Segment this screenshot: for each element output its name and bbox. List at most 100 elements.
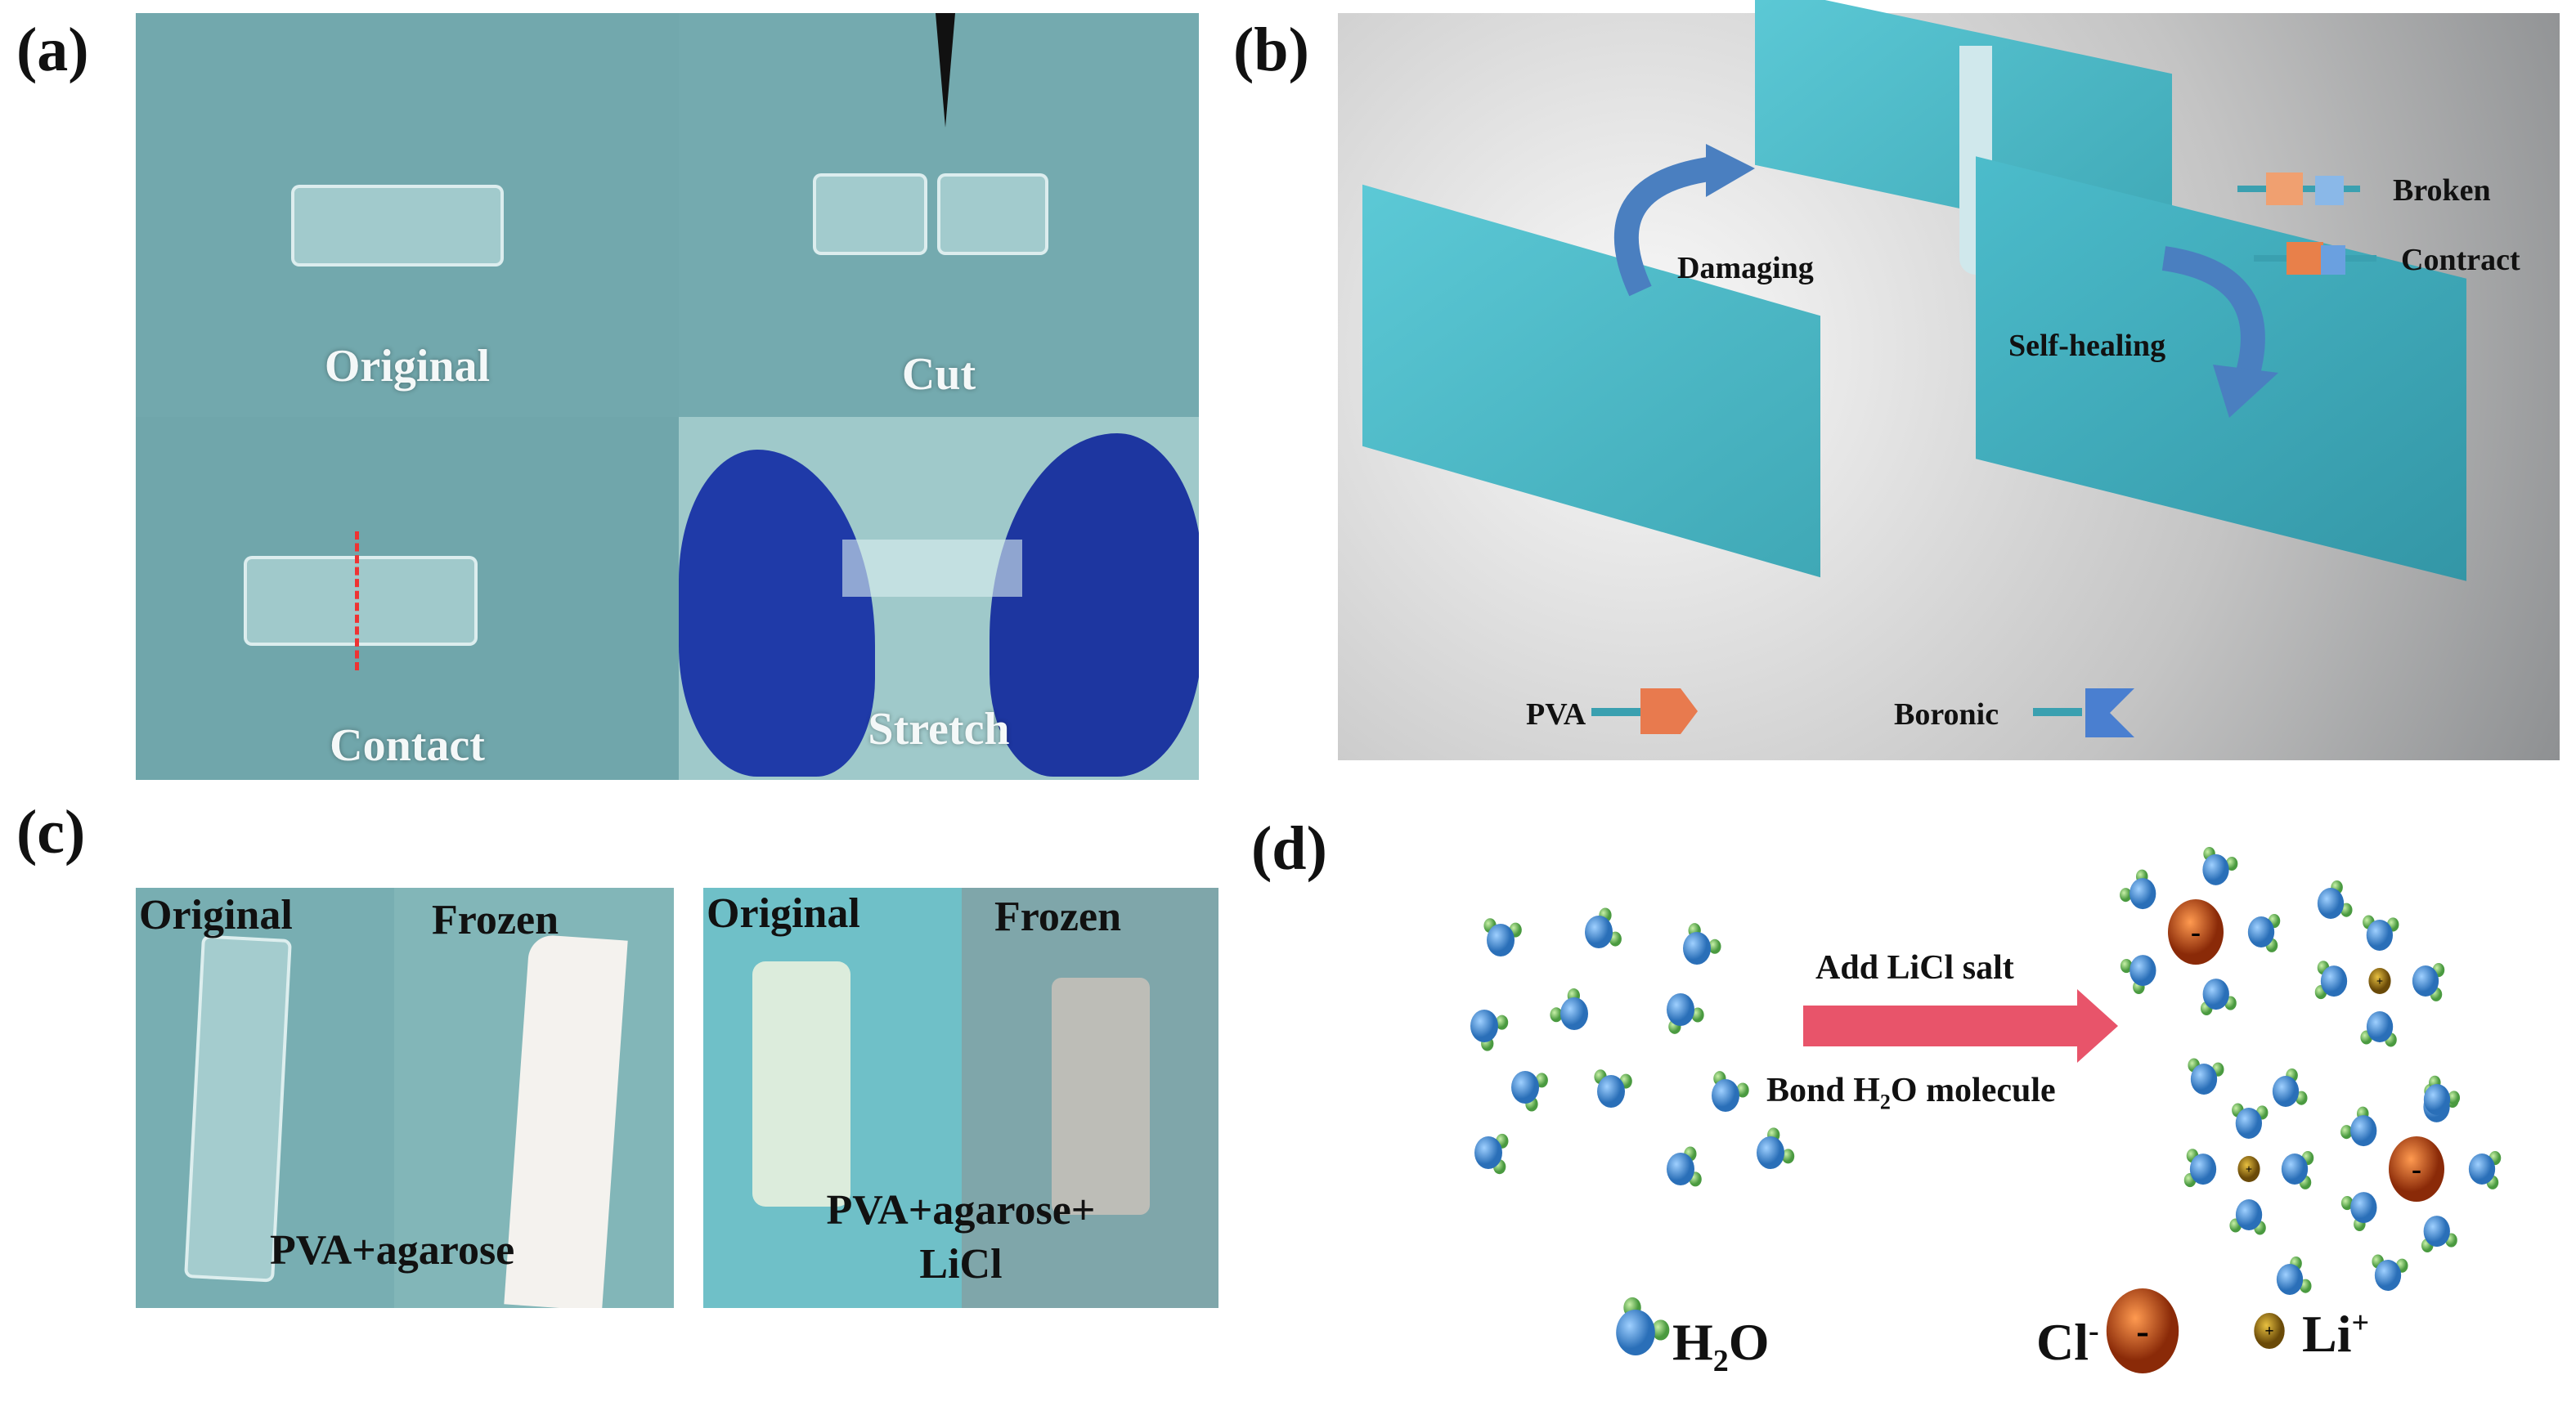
hydrogen-atom bbox=[2340, 1195, 2354, 1211]
caption-c-left-frozen: Frozen bbox=[432, 897, 559, 943]
oxygen-atom bbox=[2276, 1264, 2304, 1295]
pva-icon bbox=[1591, 688, 1698, 734]
oxygen-atom bbox=[2129, 878, 2156, 910]
photo-original: Original bbox=[136, 13, 679, 417]
oxygen-atom bbox=[2189, 1153, 2217, 1185]
hydrogen-atom bbox=[1495, 1015, 1509, 1030]
boronic-icon bbox=[2033, 688, 2139, 737]
oxygen-atom bbox=[2202, 979, 2229, 1010]
oxygen-atom bbox=[1560, 997, 1588, 1030]
legend-lithium-icon bbox=[2254, 1313, 2285, 1349]
panel-label-c: (c) bbox=[16, 798, 86, 867]
lithium-sup: + bbox=[2351, 1306, 2370, 1341]
oxygen-atom bbox=[2350, 1192, 2377, 1224]
oxygen-atom bbox=[2366, 920, 2394, 952]
lithium-ion-charge: + bbox=[2376, 975, 2383, 988]
legend-chloride-label: Cl- bbox=[2036, 1312, 2099, 1373]
caption-c-right-original: Original bbox=[707, 890, 860, 937]
damaging-arrow-icon bbox=[1614, 144, 1755, 297]
oxygen-atom bbox=[2281, 1153, 2309, 1185]
oxygen-atom bbox=[2190, 1064, 2218, 1095]
oxygen-atom bbox=[2350, 1115, 2377, 1147]
lithium-ion-charge: + bbox=[2246, 1163, 2252, 1176]
bond-text-pre: Bond H bbox=[1766, 1072, 1880, 1109]
oxygen-atom bbox=[1667, 1153, 1694, 1185]
oxygen-atom bbox=[1585, 916, 1613, 948]
photo-c-right-original bbox=[703, 888, 962, 1308]
self-healing-label: Self-healing bbox=[2008, 329, 2166, 363]
oxygen-atom bbox=[2272, 1076, 2300, 1107]
oxygen-atom bbox=[1470, 1010, 1498, 1042]
pva-label: PVA bbox=[1526, 697, 1586, 732]
chloride-ion-charge: - bbox=[2412, 1153, 2421, 1185]
caption-c-left-original: Original bbox=[139, 892, 293, 938]
oxygen-atom bbox=[1616, 1310, 1655, 1355]
hydrogen-atom bbox=[2340, 1125, 2353, 1140]
caption-line2: LiCl bbox=[919, 1241, 1003, 1288]
panel-b: Damaging Self-healing Broken Contract PV… bbox=[1338, 0, 2560, 760]
oxygen-atom bbox=[1683, 932, 1711, 965]
broken-bond-icon bbox=[2237, 172, 2360, 205]
oxygen-atom bbox=[2235, 1199, 2263, 1230]
caption-original: Original bbox=[324, 341, 491, 392]
water-text: H bbox=[1672, 1313, 1713, 1371]
chloride-ion bbox=[2389, 1136, 2444, 1202]
photo-contact: Contact bbox=[136, 417, 679, 780]
caption-cut: Cut bbox=[901, 349, 976, 400]
caption-stretch: Stretch bbox=[868, 704, 1010, 755]
bond-text-post: O molecule bbox=[1890, 1072, 2056, 1109]
oxygen-atom bbox=[1511, 1071, 1539, 1104]
hydrogen-atom bbox=[1781, 1149, 1795, 1164]
caption-c-right-frozen: Frozen bbox=[994, 894, 1121, 940]
legend-lithium-label: Li+ bbox=[2302, 1304, 2369, 1364]
hydrogel-piece-left bbox=[813, 173, 927, 255]
photo-c-left-original bbox=[136, 888, 394, 1308]
caption-contact: Contact bbox=[330, 720, 485, 771]
oxygen-atom bbox=[1712, 1079, 1739, 1112]
bond-water-label: Bond H2O molecule bbox=[1766, 1071, 2056, 1114]
photo-stretch: Stretch bbox=[679, 417, 1199, 780]
oxygen-atom bbox=[1474, 1136, 1502, 1169]
hydrogen-atom bbox=[1550, 1007, 1563, 1023]
water-sub: 2 bbox=[1712, 1343, 1729, 1378]
lithium-hydrogel bbox=[752, 961, 850, 1207]
boronic-label: Boronic bbox=[1894, 697, 1999, 732]
broken-label: Broken bbox=[2393, 173, 2491, 208]
photo-c-left-frozen bbox=[394, 888, 674, 1308]
oxygen-atom bbox=[2468, 1153, 2496, 1185]
oxygen-atom bbox=[1667, 993, 1694, 1026]
contract-label: Contract bbox=[2401, 243, 2520, 277]
oxygen-atom bbox=[2320, 965, 2348, 997]
chloride-ion bbox=[2168, 899, 2224, 965]
panel-label-b: (b) bbox=[1233, 16, 1309, 84]
legend-chloride-icon bbox=[2106, 1288, 2179, 1373]
hydrogen-atom bbox=[1651, 1319, 1670, 1341]
hydrogen-atom bbox=[2120, 888, 2132, 903]
hydrogen-atom bbox=[1691, 1007, 1704, 1023]
oxygen-atom bbox=[2317, 888, 2345, 919]
panel-d-molecules: -++--+ bbox=[1470, 846, 2502, 1373]
contact-line bbox=[355, 531, 359, 670]
hydrogel-piece-right bbox=[937, 173, 1048, 255]
hydrogen-atom bbox=[2120, 958, 2133, 974]
caption-pva-agarose-licl: PVA+agarose+LiCl bbox=[703, 1184, 1218, 1292]
lithium-text: Li bbox=[2302, 1305, 2352, 1363]
oxygen-atom bbox=[1597, 1075, 1625, 1108]
photo-cut: Cut bbox=[679, 13, 1199, 417]
hydrogen-atom bbox=[1736, 1082, 1749, 1098]
oxygen-atom bbox=[2247, 916, 2275, 947]
oxygen-atom bbox=[2412, 965, 2439, 997]
panel-label-d: (d) bbox=[1251, 814, 1327, 883]
damaging-label: Damaging bbox=[1677, 251, 1814, 285]
oxygen-atom bbox=[2423, 1084, 2451, 1115]
oxygen-atom bbox=[1487, 924, 1515, 956]
lithium-ion bbox=[2368, 968, 2391, 994]
oxygen-atom bbox=[2366, 1011, 2394, 1042]
panel-label-a: (a) bbox=[16, 16, 89, 84]
add-salt-arrow-icon bbox=[1803, 1006, 2081, 1046]
add-salt-arrowhead bbox=[2077, 989, 2118, 1063]
hydrogen-atom bbox=[2448, 1091, 2461, 1105]
legend-lithium-icon-charge: + bbox=[2264, 1323, 2273, 1341]
hydrogen-atom bbox=[1708, 938, 1721, 954]
chloride-ion-charge: - bbox=[2191, 916, 2201, 948]
